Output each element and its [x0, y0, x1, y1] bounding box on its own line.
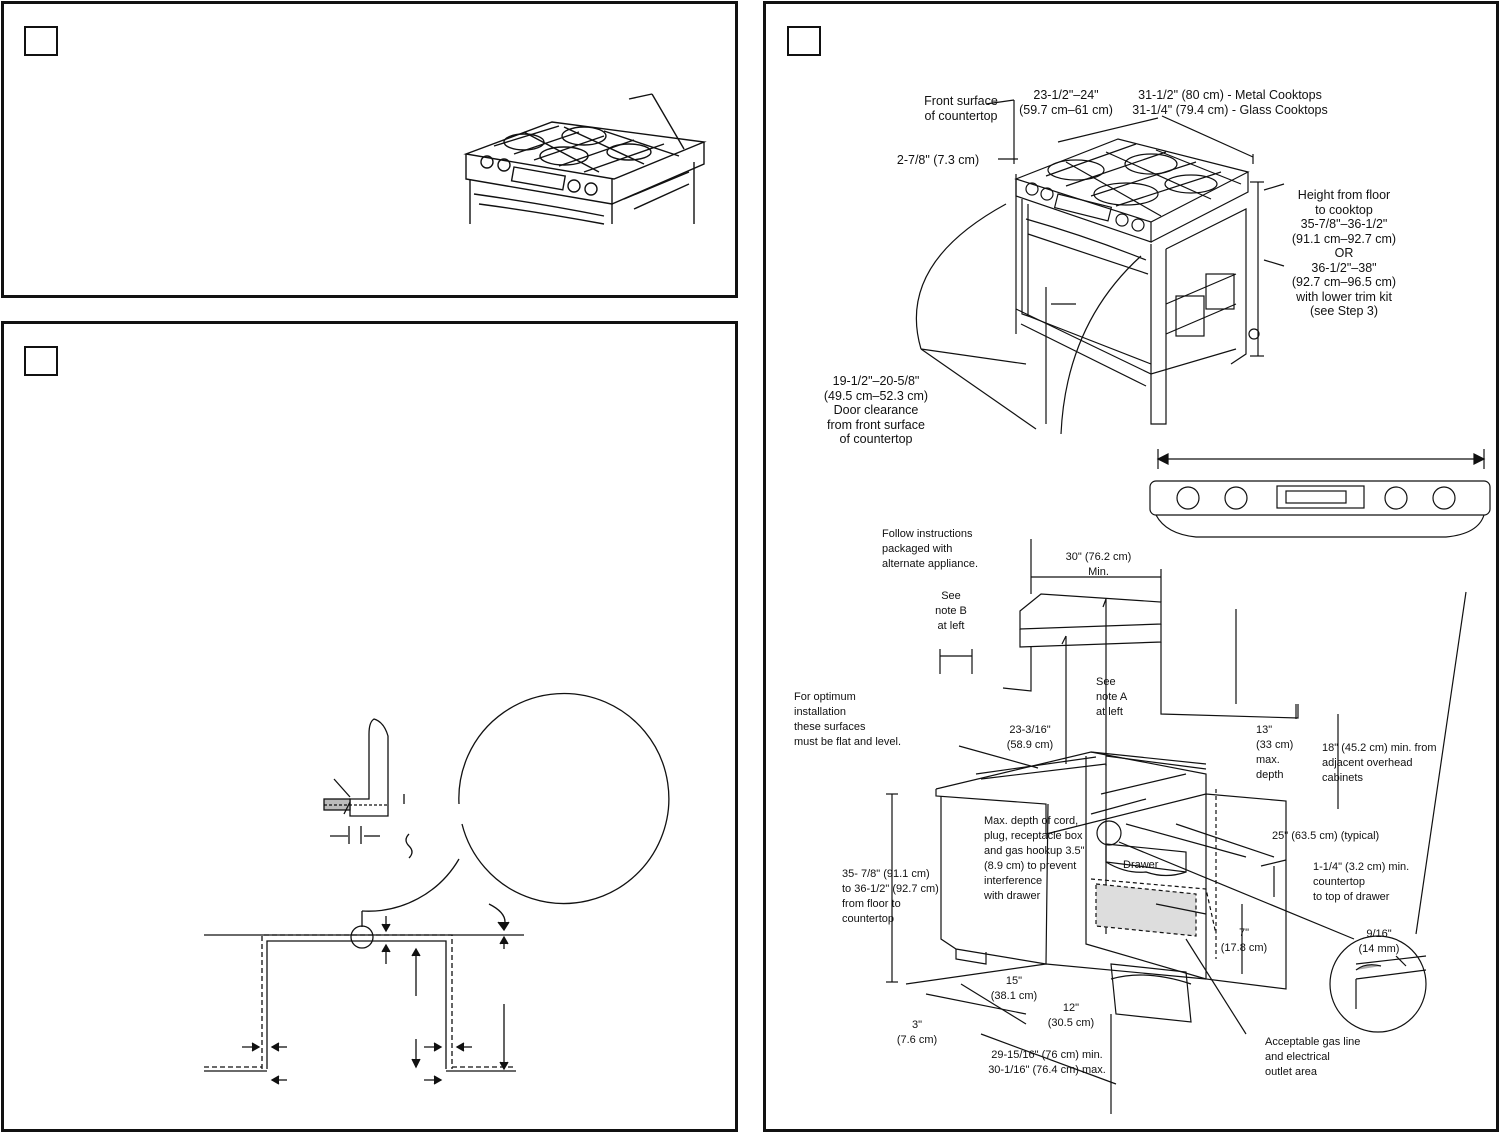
label-offset: 2-7/8" (7.3 cm)	[896, 153, 980, 167]
installation-dimensions-diagram	[886, 99, 1491, 1114]
label-floor-to-countertop: 35- 7/8" (91.1 cm) to 36-1/2" (92.7 cm) …	[842, 868, 939, 925]
label-25-typical: 25" (63.5 cm) (typical)	[1272, 830, 1380, 842]
label-note-a: See note A at left	[1096, 676, 1128, 718]
step-panel-top-left	[1, 1, 738, 298]
label-23-3-16: 23-3/16" (58.9 cm)	[1006, 724, 1054, 751]
label-width-min-max: 29-15/16" (76 cm) min. 30-1/16" (76.4 cm…	[988, 1049, 1106, 1076]
label-7: 7" (17.8 cm)	[1220, 927, 1268, 954]
label-follow-instructions: Follow instructions packaged with altern…	[882, 528, 979, 570]
countertop-cutout-diagram	[204, 692, 670, 1085]
label-depth-range: 23-1/2"–24" (59.7 cm–61 cm)	[1019, 88, 1113, 117]
step-panel-right: Front surface of countertop 23-1/2"–24" …	[763, 1, 1499, 1132]
label-gas-line-area: Acceptable gas line and electrical outle…	[1265, 1036, 1361, 1078]
label-1-1-4: 1-1/4" (3.2 cm) min. countertop to top o…	[1313, 861, 1410, 903]
label-max-depth-cord: Max. depth of cord, plug, receptacle box…	[984, 815, 1085, 902]
label-note-b: See note B at left	[935, 590, 967, 632]
label-front-surface: Front surface of countertop	[924, 94, 998, 123]
label-3: 3" (7.6 cm)	[896, 1019, 938, 1046]
step-number-box	[24, 346, 58, 376]
step-number-box	[24, 26, 58, 56]
label-13-max-depth: 13" (33 cm) max. depth	[1256, 724, 1294, 781]
label-30-min: 30" (76.2 cm) Min.	[1065, 551, 1132, 578]
step-panel-bottom-left	[1, 321, 738, 1132]
label-cooktop-width: 31-1/2" (80 cm) - Metal Cooktops 31-1/4"…	[1132, 88, 1328, 117]
label-18-overhead: 18" (45.2 cm) min. from adjacent overhea…	[1322, 742, 1437, 784]
label-door-clearance: 19-1/2"–20-5/8" (49.5 cm–52.3 cm) Door c…	[823, 374, 929, 446]
label-drawer: Drawer	[1123, 859, 1159, 871]
label-12: 12" (30.5 cm)	[1047, 1002, 1095, 1029]
label-height-from-floor: Height from floor to cooktop 35-7/8"–36-…	[1291, 188, 1397, 318]
step-number-box	[787, 26, 821, 56]
range-illustration-small	[463, 93, 707, 225]
label-9-16: 9/16" (14 mm)	[1358, 928, 1400, 955]
label-optimum-installation: For optimum installation these surfaces …	[794, 691, 902, 748]
label-15: 15" (38.1 cm)	[990, 975, 1038, 1002]
